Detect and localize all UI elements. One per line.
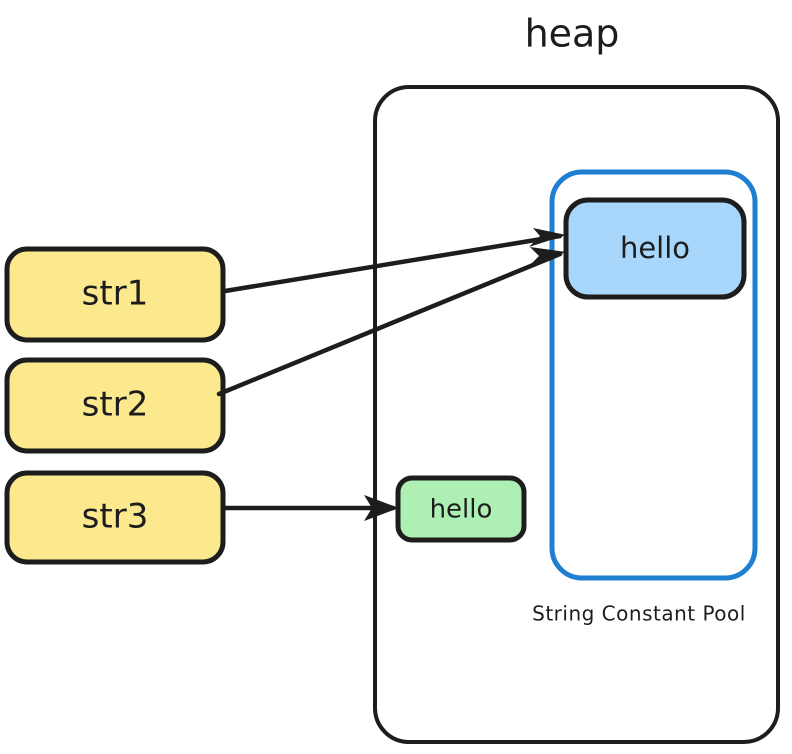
heap-string-node[interactable]: hello — [395, 475, 527, 543]
heap-string-label: hello — [430, 495, 493, 525]
string-constant-pool-outline — [549, 169, 758, 581]
str1-box[interactable] — [4, 246, 226, 343]
variable-node-str2[interactable]: str2 — [4, 357, 226, 454]
str2-box[interactable] — [4, 357, 226, 454]
pool-string-box[interactable] — [563, 197, 747, 300]
str1-label: str1 — [82, 274, 149, 314]
heap-container — [373, 85, 780, 744]
variable-node-str3[interactable]: str3 — [4, 470, 226, 565]
edge-str2-to-pool-string — [216, 247, 566, 397]
str2-label: str2 — [82, 385, 149, 425]
heap-string-box[interactable] — [395, 475, 527, 543]
variable-node-str1[interactable]: str1 — [4, 246, 226, 343]
edge-str1-to-pool-string — [222, 228, 566, 294]
edge-str3-to-heap-string — [222, 495, 399, 521]
pool-string-node[interactable]: hello — [563, 197, 747, 300]
pool-string-label: hello — [620, 231, 690, 265]
heap-title: heap — [525, 12, 620, 56]
string-constant-pool-label: String Constant Pool — [532, 602, 746, 626]
str3-label: str3 — [82, 497, 149, 537]
str3-box[interactable] — [4, 470, 226, 565]
